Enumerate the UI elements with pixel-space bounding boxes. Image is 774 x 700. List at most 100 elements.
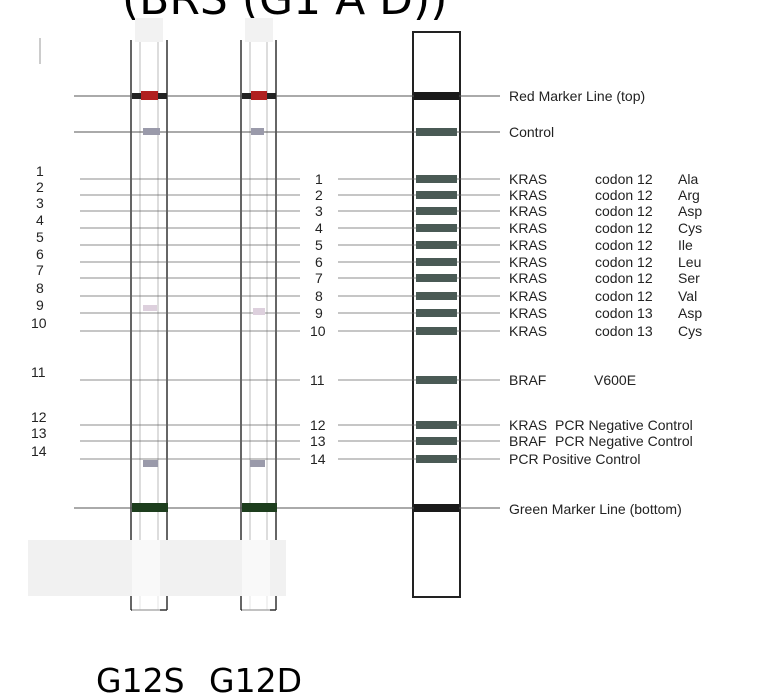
ref-band-probe xyxy=(416,274,457,282)
probe-gene: KRAS xyxy=(509,323,547,339)
probe-codon: PCR Negative Control xyxy=(555,417,693,433)
left-number: 14 xyxy=(31,443,47,459)
ref-band-probe xyxy=(416,175,457,183)
left-number: 11 xyxy=(31,364,46,380)
probe-amino-acid: Val xyxy=(678,288,697,304)
red-marker-label: Red Marker Line (top) xyxy=(509,88,645,104)
probe-gene: BRAF xyxy=(509,372,546,388)
ref-band-probe xyxy=(416,207,457,215)
middle-number: 13 xyxy=(310,433,326,449)
ref-band-probe xyxy=(416,258,457,266)
probe-codon: codon 12 xyxy=(595,254,653,270)
probe-amino-acid: Arg xyxy=(678,187,700,203)
ref-band-top xyxy=(414,92,459,100)
green-marker-band xyxy=(132,503,168,512)
left-number: 12 xyxy=(31,409,47,425)
ref-band-probe xyxy=(416,376,457,384)
title-fragment: (BRS (G1 A D)) xyxy=(122,0,447,25)
probe-label: KRAS codon 12 Val xyxy=(509,288,697,304)
probe-codon: codon 12 xyxy=(595,203,653,219)
strip-bottom-fade xyxy=(132,540,160,620)
strip-label-g12s: G12S xyxy=(96,661,185,700)
control-band xyxy=(143,128,160,135)
left-number: 1 xyxy=(36,163,44,179)
probe-label: KRAS codon 12 Asp xyxy=(509,203,702,219)
ref-band-probe xyxy=(416,309,457,317)
probe-codon: codon 12 xyxy=(595,288,653,304)
probe-gene: KRAS xyxy=(509,220,547,236)
middle-number: 11 xyxy=(310,372,325,388)
probe-gene: KRAS xyxy=(509,171,547,187)
probe-gene: KRAS xyxy=(509,237,547,253)
probe-gene: KRAS xyxy=(509,417,547,433)
red-marker-band xyxy=(251,91,267,100)
ref-band-probe xyxy=(416,241,457,249)
ref-band-control xyxy=(416,128,457,136)
left-number: 7 xyxy=(36,262,44,278)
patient-strip-g12d xyxy=(240,40,277,611)
faint-band xyxy=(253,308,265,315)
middle-number: 14 xyxy=(310,451,326,467)
probe-label: KRAS codon 12 Arg xyxy=(509,187,700,203)
probe-amino-acid: Ser xyxy=(678,270,700,286)
probe-codon: codon 12 xyxy=(595,220,653,236)
reference-strip xyxy=(412,31,461,598)
faint-band xyxy=(143,305,157,311)
ref-band-probe xyxy=(416,292,457,300)
patient-strip-g12s xyxy=(130,40,168,611)
left-number: 13 xyxy=(31,425,47,441)
probe-gene: PCR Positive Control xyxy=(509,451,641,467)
probe-gene: KRAS xyxy=(509,288,547,304)
ref-band-bottom xyxy=(414,504,459,512)
left-number: 9 xyxy=(36,297,44,313)
strip-top-fade xyxy=(245,18,273,42)
probe-label: KRAS codon 12 Cys xyxy=(509,220,702,236)
control-label: Control xyxy=(509,124,554,140)
probe-codon: codon 12 xyxy=(595,187,653,203)
ref-band-probe xyxy=(416,327,457,335)
middle-number: 10 xyxy=(310,323,326,339)
probe-amino-acid: Ala xyxy=(678,171,698,187)
middle-number: 4 xyxy=(315,220,323,236)
probe-gene: KRAS xyxy=(509,305,547,321)
probe-label: KRAS PCR Negative Control xyxy=(509,417,693,433)
green-marker-band xyxy=(242,503,277,512)
control-band xyxy=(251,128,264,135)
middle-number: 5 xyxy=(315,237,323,253)
positive-control-band xyxy=(250,460,265,467)
middle-number: 6 xyxy=(315,254,323,270)
probe-amino-acid: Asp xyxy=(678,203,702,219)
left-number: 3 xyxy=(36,195,44,211)
strip-top-fade xyxy=(135,18,163,42)
left-number: 2 xyxy=(36,179,44,195)
left-number: 6 xyxy=(36,246,44,262)
probe-gene: KRAS xyxy=(509,254,547,270)
probe-gene: KRAS xyxy=(509,203,547,219)
left-number: 8 xyxy=(36,280,44,296)
ref-band-probe xyxy=(416,421,457,429)
probe-codon: codon 12 xyxy=(595,237,653,253)
red-marker-band xyxy=(141,91,158,100)
middle-number: 3 xyxy=(315,203,323,219)
guide-lines xyxy=(74,95,500,509)
probe-codon: PCR Negative Control xyxy=(555,433,693,449)
middle-number: 12 xyxy=(310,417,326,433)
probe-codon: codon 12 xyxy=(595,171,653,187)
probe-gene: KRAS xyxy=(509,187,547,203)
green-marker-label: Green Marker Line (bottom) xyxy=(509,501,682,517)
left-number: 10 xyxy=(31,315,47,331)
probe-amino-acid: Cys xyxy=(678,220,702,236)
middle-number: 7 xyxy=(315,270,323,286)
ref-band-probe xyxy=(416,224,457,232)
middle-number: 8 xyxy=(315,288,323,304)
probe-label: PCR Positive Control xyxy=(509,451,641,467)
ref-band-probe xyxy=(416,191,457,199)
middle-number: 2 xyxy=(315,187,323,203)
